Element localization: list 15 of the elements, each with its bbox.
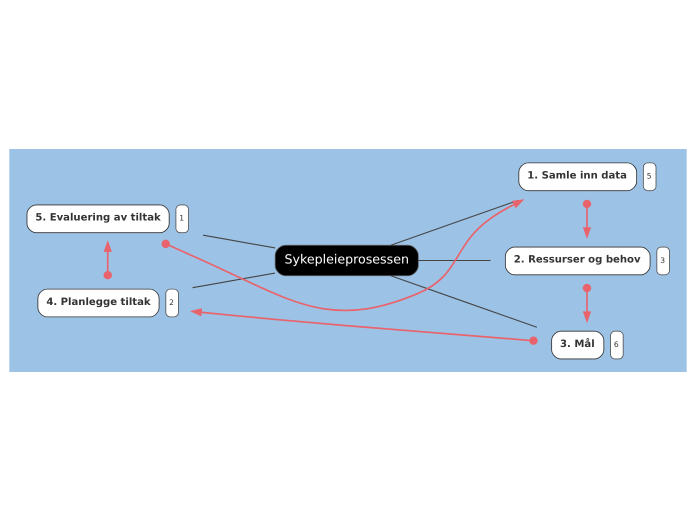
arrow xyxy=(582,283,592,323)
node-box: Sykepleieprosessen xyxy=(274,244,419,276)
connector xyxy=(418,259,491,261)
node-label: 5 xyxy=(646,171,652,180)
arrow xyxy=(162,198,524,311)
connector xyxy=(202,234,276,248)
node-label: 2 xyxy=(169,297,174,306)
connector xyxy=(390,274,538,328)
node-label: 6 xyxy=(614,339,619,348)
arrow xyxy=(190,308,538,344)
arrow xyxy=(582,199,592,239)
arrow xyxy=(104,240,112,279)
node-label: 3 xyxy=(660,255,666,264)
connector xyxy=(192,272,276,288)
node-label: 1 xyxy=(179,213,184,222)
